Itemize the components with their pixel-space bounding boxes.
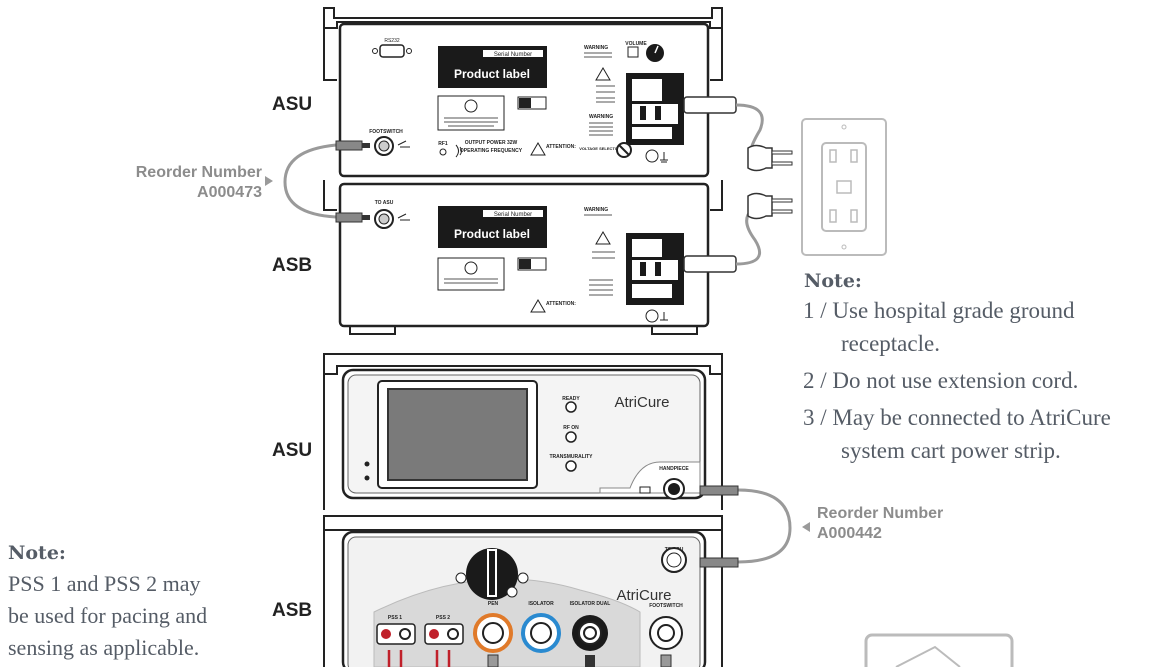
reorder-number-top: Reorder Number A000473 — [126, 163, 262, 203]
asb-front-unit: AtriCure TO ASU PSS 1 PSS 2 PEN ISOLATOR… — [341, 530, 707, 667]
brand-logo-asb: AtriCure — [616, 587, 671, 604]
reorder-top-line2: A000473 — [197, 184, 262, 201]
bottom-asb-label: ASB — [272, 600, 313, 621]
note-item-1-number: 1 / — [803, 298, 827, 323]
note-item-3-line-1: May be connected to AtriCure — [832, 405, 1111, 430]
asb-rear-unit: Serial Number Product label WARNING TO A… — [338, 182, 710, 328]
note-item-2-number: 2 / — [803, 368, 827, 393]
note-left-line-2: be used for pacing and — [8, 603, 208, 628]
footswitch-rear-label: FOOTSWITCH — [369, 129, 403, 135]
handpiece-cable — [699, 485, 792, 568]
brand-logo-asu: AtriCure — [614, 394, 669, 411]
wall-outlet — [801, 118, 887, 256]
note-item-1-line-1: Use hospital grade ground — [832, 298, 1075, 323]
top-asb-label: ASB — [272, 255, 313, 276]
note-right-item-1: 1 / Use hospital grade ground — [803, 298, 1074, 324]
power-entry-module-top — [626, 73, 684, 145]
bottom-asu-label: ASU — [272, 440, 313, 461]
note-item-1-line-2: receptacle. — [841, 331, 940, 356]
svg-text:WARNING: WARNING — [584, 45, 608, 51]
warning-text-asb: WARNING — [584, 207, 608, 213]
cart-frame-top — [323, 7, 723, 211]
pss1-label: PSS 1 — [388, 615, 402, 621]
transmurality-indicator — [565, 460, 577, 472]
product-label-text: Product label — [454, 67, 530, 81]
handpiece-label: HANDPIECE — [659, 466, 689, 472]
reorder-number-bottom: Reorder Number A000442 — [817, 504, 943, 544]
cart-frame-bottom — [323, 353, 723, 667]
pss2-label: PSS 2 — [436, 615, 450, 621]
reorder-arrow-top — [265, 176, 273, 186]
note-item-3-number: 3 / — [803, 405, 827, 430]
transmurality-label: TRANSMURALITY — [549, 454, 593, 460]
attention-text: ATTENTION: — [546, 144, 576, 150]
rs232-label: RS232 — [384, 38, 400, 44]
isolator-dual-label: ISOLATOR DUAL — [570, 601, 611, 607]
footswitch-front-label: FOOTSWITCH — [649, 603, 683, 609]
note-left-line-1: PSS 1 and PSS 2 may — [8, 571, 201, 596]
svg-text:WARNING: WARNING — [589, 114, 613, 120]
asu-front-unit: READY RF ON TRANSMURALITY AtriCure HANDP… — [341, 368, 707, 500]
product-label-text-asb: Product label — [454, 227, 530, 241]
voltage-selector-label: VOLTAGE SELECTOR — [579, 146, 621, 151]
asu-display-screen — [387, 388, 528, 481]
attention-text-asb: ATTENTION: — [546, 301, 576, 307]
volume-label: VOLUME — [625, 41, 647, 47]
ready-indicator — [565, 401, 577, 413]
footswitch-cable — [283, 140, 370, 223]
rf-on-indicator — [565, 431, 577, 443]
rf-on-label: RF ON — [563, 425, 579, 431]
note-left-title: Note: — [8, 542, 66, 564]
asu-rear-unit: RS232 Serial Number Product label WARNIN… — [338, 22, 710, 178]
isolator-label: ISOLATOR — [528, 601, 554, 607]
note-left-line-3: sensing as applicable. — [8, 635, 200, 660]
ready-label: READY — [562, 396, 580, 402]
note-item-2-line-1: Do not use extension cord. — [832, 368, 1079, 393]
pen-label: PEN — [488, 601, 499, 607]
serial-number-text: Serial Number — [494, 52, 532, 58]
ul-label — [437, 95, 505, 131]
rs232-port — [379, 44, 405, 58]
output-power-text: OUTPUT POWER 32W — [465, 140, 518, 146]
rf1-label: RF1 — [438, 141, 448, 147]
reorder-bottom-line1: Reorder Number — [817, 505, 944, 522]
warning-block: WARNING WARNING — [584, 45, 615, 136]
note-right-item-3: 3 / May be connected to AtriCure — [803, 405, 1111, 431]
reorder-top-line1: Reorder Number — [135, 164, 262, 181]
note-right-title: Note: — [804, 270, 862, 292]
note-item-3-line-2: system cart power strip. — [841, 438, 1061, 463]
reorder-arrow-bottom — [802, 522, 810, 532]
to-asu-rear-label: TO ASU — [375, 200, 394, 206]
power-entry-module-bottom — [626, 233, 684, 305]
power-cords — [683, 96, 793, 273]
operating-frequency-text: OPERATING FREQUENCY — [460, 148, 523, 154]
note-right-item-2: 2 / Do not use extension cord. — [803, 368, 1078, 394]
reorder-bottom-line2: A000442 — [817, 525, 882, 542]
footswitch-pedal — [864, 633, 1014, 667]
serial-number-text-asb: Serial Number — [494, 212, 532, 218]
top-asu-label: ASU — [272, 94, 313, 115]
note-left-body: PSS 1 and PSS 2 may be used for pacing a… — [8, 568, 207, 664]
